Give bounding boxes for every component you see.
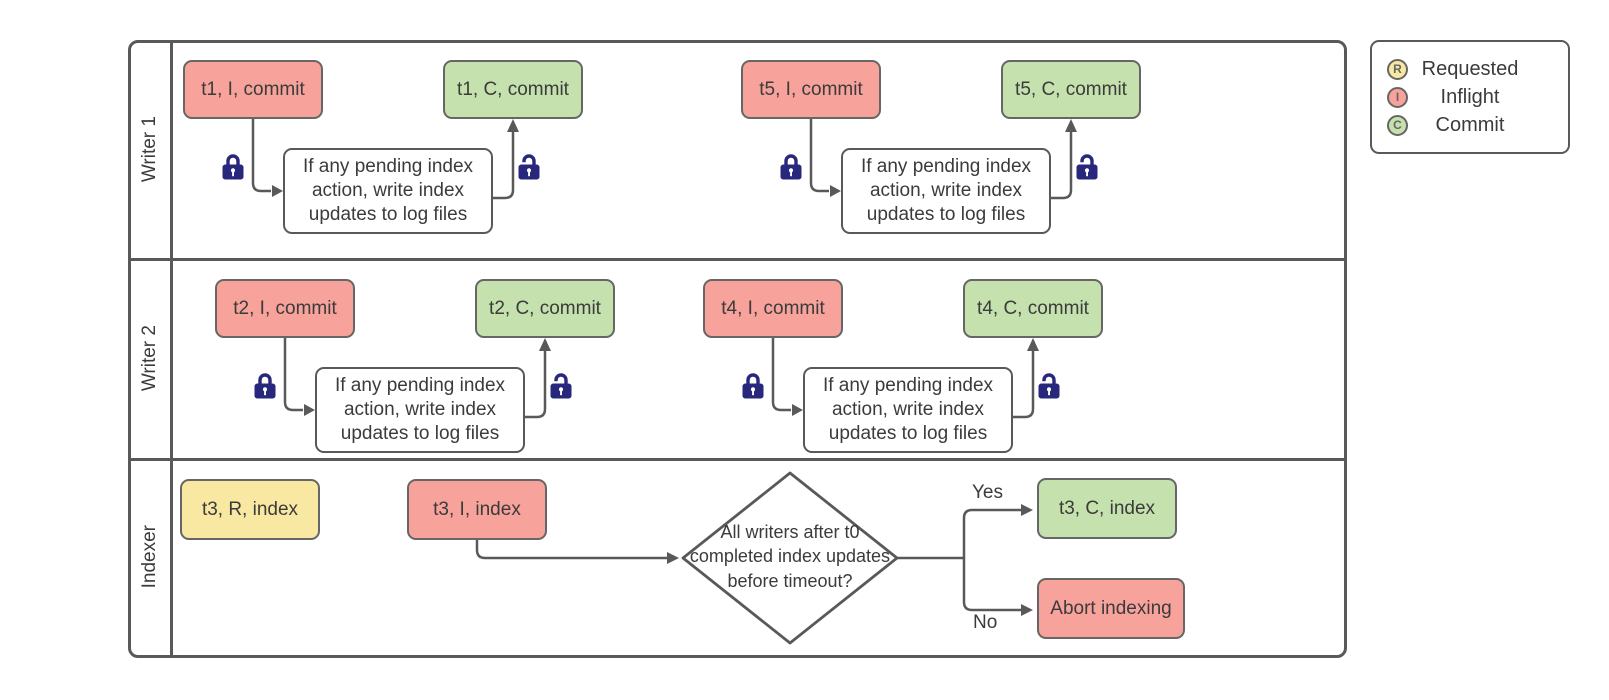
requested-badge-icon: R — [1387, 58, 1408, 80]
lane-divider-writer2-indexer — [128, 458, 1344, 461]
arrowhead-icon — [539, 338, 551, 351]
state-box-commit: t1, C, commit — [443, 60, 583, 119]
arrowhead-icon — [304, 404, 315, 416]
process-box: If any pending index action, write index… — [841, 148, 1051, 234]
arrowhead-icon — [830, 185, 841, 197]
state-box-requested: t3, R, index — [180, 479, 320, 540]
legend-label: Requested — [1421, 57, 1519, 80]
arrowhead-icon — [507, 119, 519, 132]
connector-process-to-commit — [1051, 131, 1073, 200]
connector-inflight-to-decision — [475, 538, 668, 560]
legend-label: Commit — [1435, 113, 1505, 136]
state-box-commit: t4, C, commit — [963, 279, 1103, 338]
writer-unit-t4: t4, I, commit t4, C, commit If any pendi… — [703, 279, 1103, 464]
connector-inflight-to-process — [251, 116, 271, 193]
swimlane-frame — [128, 40, 1347, 658]
state-box-inflight: t1, I, commit — [183, 60, 323, 119]
commit-badge-icon: C — [1387, 114, 1408, 136]
branch-label-yes: Yes — [972, 482, 1003, 503]
connectors — [809, 116, 1077, 200]
connectors — [283, 335, 551, 419]
state-box-commit: t5, C, commit — [1001, 60, 1141, 119]
connector-process-to-commit — [525, 350, 547, 419]
abort-box: Abort indexing — [1037, 578, 1185, 639]
connector-inflight-to-process — [283, 335, 303, 412]
connector-branch-split — [962, 508, 1022, 612]
legend-item-inflight: I Inflight — [1372, 83, 1568, 111]
process-box: If any pending index action, write index… — [315, 367, 525, 453]
connectors — [251, 116, 519, 200]
inflight-badge-icon: I — [1387, 86, 1408, 108]
lane-divider-writer1-writer2 — [128, 258, 1344, 261]
legend-item-requested: R Requested — [1372, 55, 1568, 83]
legend-label: Inflight — [1440, 85, 1500, 108]
process-box: If any pending index action, write index… — [283, 148, 493, 234]
state-box-inflight: t5, I, commit — [741, 60, 881, 119]
lane-label-separator — [170, 40, 173, 655]
connector-process-to-commit — [493, 131, 515, 200]
arrowhead-icon — [1021, 604, 1033, 616]
decision-text: All writers after t0 completed index upd… — [689, 522, 891, 591]
arrowhead-icon — [272, 185, 283, 197]
writer-unit-t1: t1, I, commit t1, C, commit If any pendi… — [183, 60, 583, 245]
connectors — [771, 335, 1039, 419]
state-box-inflight: t3, I, index — [407, 479, 547, 540]
arrowhead-icon — [667, 552, 679, 564]
state-box-inflight: t2, I, commit — [215, 279, 355, 338]
state-box-commit: t3, C, index — [1037, 478, 1177, 539]
legend: R Requested I Inflight C Commit — [1370, 40, 1570, 154]
legend-item-commit: C Commit — [1372, 111, 1568, 139]
state-box-commit: t2, C, commit — [475, 279, 615, 338]
state-box-inflight: t4, I, commit — [703, 279, 843, 338]
connector-inflight-to-process — [771, 335, 791, 412]
process-box: If any pending index action, write index… — [803, 367, 1013, 453]
arrowhead-icon — [792, 404, 803, 416]
arrowhead-icon — [1027, 338, 1039, 351]
branch-label-no: No — [973, 612, 998, 633]
arrowhead-icon — [1065, 119, 1077, 132]
connector-process-to-commit — [1013, 350, 1035, 419]
writer-unit-t5: t5, I, commit t5, C, commit If any pendi… — [741, 60, 1141, 245]
arrowhead-icon — [1021, 504, 1033, 516]
writer-unit-t2: t2, I, commit t2, C, commit If any pendi… — [215, 279, 615, 464]
connector-inflight-to-process — [809, 116, 829, 193]
